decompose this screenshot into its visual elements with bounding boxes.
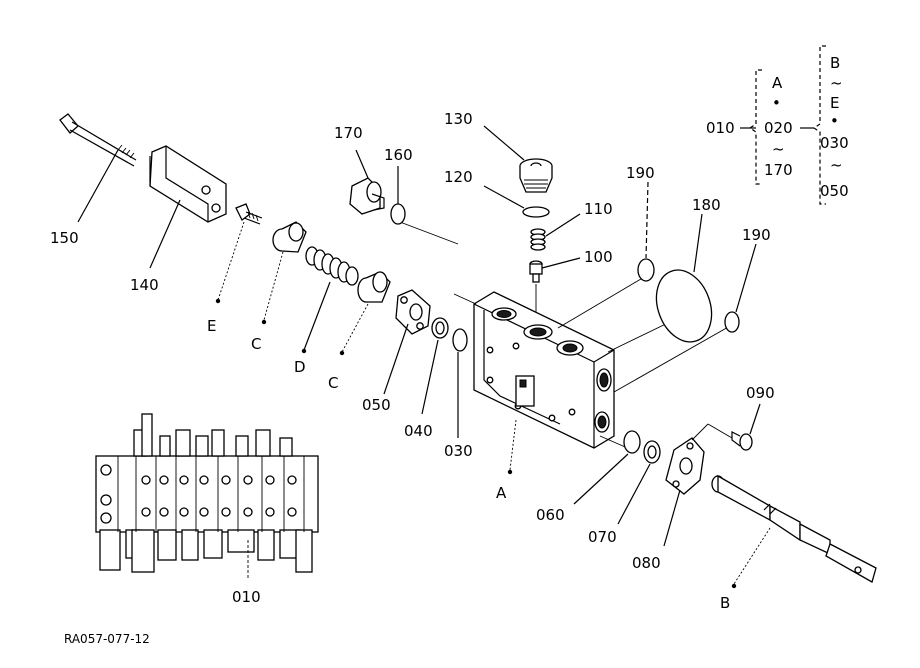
spool-b <box>711 474 877 589</box>
plate-050 <box>383 289 431 395</box>
label-060: 060 <box>536 506 565 524</box>
housing-140 <box>149 145 227 269</box>
oring-120 <box>483 185 550 218</box>
label-160: 160 <box>384 146 413 164</box>
legend-020: 020 <box>764 119 793 137</box>
legend-root: 010 <box>706 119 735 137</box>
label-100: 100 <box>584 248 613 266</box>
ref-e: E <box>207 317 216 335</box>
oring-190-right <box>724 243 757 333</box>
plug-170 <box>349 149 459 245</box>
valve-body-a <box>453 275 731 475</box>
label-010-bottom: 010 <box>232 588 261 606</box>
label-170: 170 <box>334 124 363 142</box>
label-190-right: 190 <box>742 226 771 244</box>
oring-190-left <box>637 181 655 282</box>
oring-160 <box>390 166 406 225</box>
label-080: 080 <box>632 554 661 572</box>
label-150: 150 <box>50 229 79 247</box>
label-130: 130 <box>444 110 473 128</box>
cap-130 <box>483 125 553 193</box>
ref-b: B <box>720 594 730 612</box>
figure-code: RA057-077-12 <box>64 632 150 646</box>
legend-b: B <box>830 54 840 72</box>
label-140: 140 <box>130 276 159 294</box>
label-040: 040 <box>404 422 433 440</box>
spring-d <box>301 246 359 354</box>
plate-080 <box>663 423 733 547</box>
spring-110 <box>530 213 581 251</box>
label-070: 070 <box>588 528 617 546</box>
ref-a: A <box>496 484 507 502</box>
label-190-left: 190 <box>626 164 655 182</box>
sleeve-c-2 <box>339 271 391 356</box>
legend-dot-1: • <box>772 94 781 112</box>
oring-180 <box>655 213 713 343</box>
washer-040 <box>421 317 449 415</box>
bolt-150 <box>59 113 137 223</box>
legend-170: 170 <box>764 161 793 179</box>
sleeve-c-1 <box>261 221 307 325</box>
washer-070 <box>617 440 661 525</box>
label-090: 090 <box>746 384 775 402</box>
label-030: 030 <box>444 442 473 460</box>
legend-030: 030 <box>820 134 849 152</box>
label-050: 050 <box>362 396 391 414</box>
label-120: 120 <box>444 168 473 186</box>
legend-050: 050 <box>820 182 849 200</box>
legend-e: E <box>830 94 839 112</box>
legend-a: A <box>772 74 783 92</box>
ref-d: D <box>294 358 306 376</box>
screw-090 <box>731 403 761 451</box>
oring-030 <box>452 328 468 438</box>
oring-060 <box>573 430 641 505</box>
legend-hierarchy: 010 A • 020 ~ 170 B ~ E • 030 ~ 050 <box>706 45 849 205</box>
ref-c-1: C <box>251 335 261 353</box>
legend-tilde-2: ~ <box>830 74 843 92</box>
legend-tilde-3: ~ <box>830 156 843 174</box>
pin-100 <box>529 257 581 316</box>
legend-tilde-1: ~ <box>772 140 785 158</box>
assembly-010 <box>95 413 319 580</box>
label-180: 180 <box>692 196 721 214</box>
legend-dot-2: • <box>830 112 839 130</box>
plug-e <box>215 203 263 304</box>
ref-c-2: C <box>328 374 338 392</box>
label-110: 110 <box>584 200 613 218</box>
